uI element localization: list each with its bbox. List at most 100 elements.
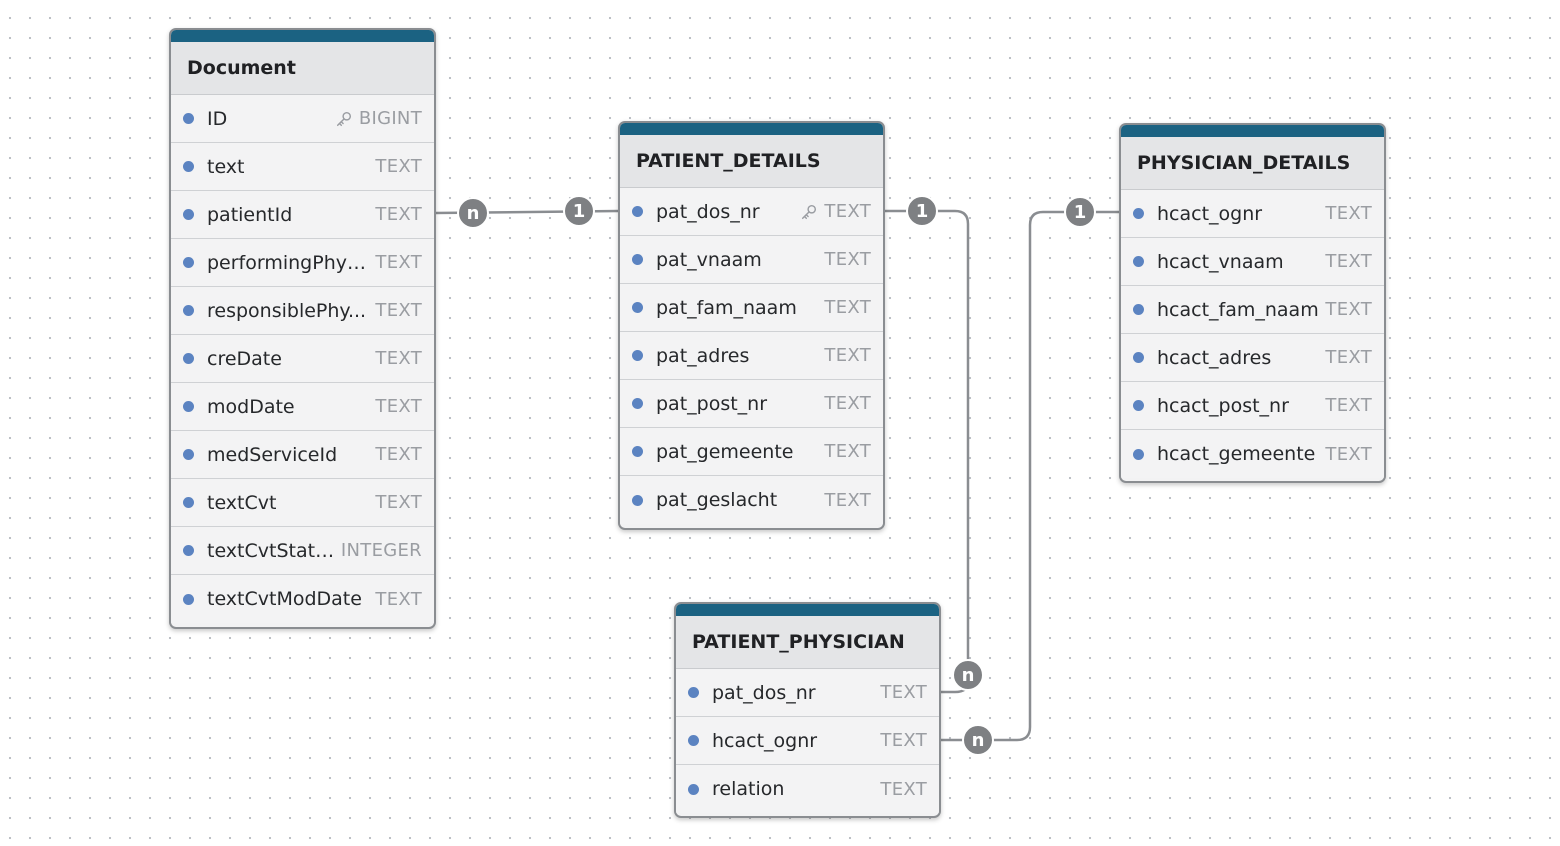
column-type: TEXT (1325, 395, 1372, 416)
column-row[interactable]: patientId TEXT (171, 191, 434, 239)
column-dot-icon (183, 257, 194, 268)
column-name: pat_dos_nr (712, 681, 816, 704)
column-name: pat_vnaam (656, 248, 762, 271)
column-type: TEXT (375, 300, 422, 321)
column-type: TEXT (880, 730, 927, 751)
column-type: TEXT (375, 156, 422, 177)
table-title[interactable]: PATIENT_DETAILS (620, 135, 883, 188)
column-dot-icon (183, 161, 194, 172)
column-name: ID (207, 107, 228, 130)
table-header-bar (676, 604, 939, 616)
column-dot-icon (1133, 400, 1144, 411)
column-type: TEXT (1325, 203, 1372, 224)
connector-patient-details-patient-physician[interactable] (884, 209, 970, 694)
column-dot-icon (183, 305, 194, 316)
column-row[interactable]: medServiceId TEXT (171, 431, 434, 479)
column-dot-icon (632, 494, 643, 506)
column-type: TEXT (375, 589, 422, 610)
column-type-label: TEXT (375, 444, 422, 465)
cardinality-badge-patient-physician-n-top: n (952, 659, 984, 691)
column-name: pat_gemeente (656, 440, 794, 463)
column-name: modDate (207, 395, 295, 418)
column-type-label: TEXT (375, 156, 422, 177)
column-dot-icon (183, 545, 194, 556)
column-dot-icon (183, 113, 194, 124)
column-dot-icon (632, 206, 643, 217)
column-type-label: TEXT (824, 249, 871, 270)
column-row[interactable]: text TEXT (171, 143, 434, 191)
column-type-label: TEXT (375, 204, 422, 225)
column-name: pat_fam_naam (656, 296, 797, 319)
column-type-label: TEXT (1325, 299, 1372, 320)
column-row[interactable]: pat_gemeente TEXT (620, 428, 883, 476)
column-dot-icon (1133, 208, 1144, 219)
column-type: TEXT (1325, 251, 1372, 272)
column-type: TEXT (824, 249, 871, 270)
column-name: performingPhys... (207, 251, 370, 274)
column-row[interactable]: textCvt TEXT (171, 479, 434, 527)
column-dot-icon (183, 593, 194, 605)
column-type: TEXT (375, 252, 422, 273)
column-type: TEXT (880, 682, 927, 703)
column-name: textCvt (207, 491, 277, 514)
column-dot-icon (632, 350, 643, 361)
column-dot-icon (183, 497, 194, 508)
column-row[interactable]: performingPhys...TEXT (171, 239, 434, 287)
column-name: text (207, 155, 245, 178)
column-dot-icon (688, 687, 699, 698)
column-type-label: INTEGER (340, 540, 422, 561)
column-type-label: TEXT (824, 393, 871, 414)
connector-physician-details-patient-physician[interactable] (940, 210, 1120, 742)
column-name: responsiblePhy... (207, 299, 367, 322)
column-name: patientId (207, 203, 293, 226)
table-title[interactable]: PHYSICIAN_DETAILS (1121, 137, 1384, 190)
column-type: TEXT (880, 779, 927, 800)
column-dot-icon (1133, 304, 1144, 315)
table-title[interactable]: Document (171, 42, 434, 95)
column-type: TEXT (375, 396, 422, 417)
column-row[interactable]: pat_adres TEXT (620, 332, 883, 380)
table-header-bar (620, 123, 883, 135)
column-name: hcact_vnaam (1157, 250, 1284, 273)
column-type: TEXT (824, 345, 871, 366)
column-type-label: TEXT (1325, 443, 1372, 465)
column-row[interactable]: pat_dos_nr TEXT (676, 669, 939, 717)
column-type: TEXT (1325, 299, 1372, 320)
column-type: TEXT (375, 492, 422, 513)
column-row[interactable]: responsiblePhy... TEXT (171, 287, 434, 335)
column-type: TEXT (800, 201, 871, 222)
cardinality-badge-document-n: n (457, 197, 489, 229)
column-type-label: TEXT (824, 201, 871, 222)
column-type-label: TEXT (824, 441, 871, 462)
column-row[interactable]: modDate TEXT (171, 383, 434, 431)
table-title[interactable]: PATIENT_PHYSICIAN (676, 616, 939, 669)
column-row[interactable]: hcact_vnaam TEXT (1121, 238, 1384, 286)
column-dot-icon (688, 735, 699, 746)
cardinality-badge-physician-details-1: 1 (1064, 196, 1096, 228)
column-type: TEXT (375, 204, 422, 225)
column-name: pat_adres (656, 344, 750, 367)
column-name: medServiceId (207, 443, 338, 466)
column-name: textCvtStatus (207, 539, 335, 562)
column-type: TEXT (1325, 347, 1372, 368)
column-row[interactable]: pat_vnaam TEXT (620, 236, 883, 284)
